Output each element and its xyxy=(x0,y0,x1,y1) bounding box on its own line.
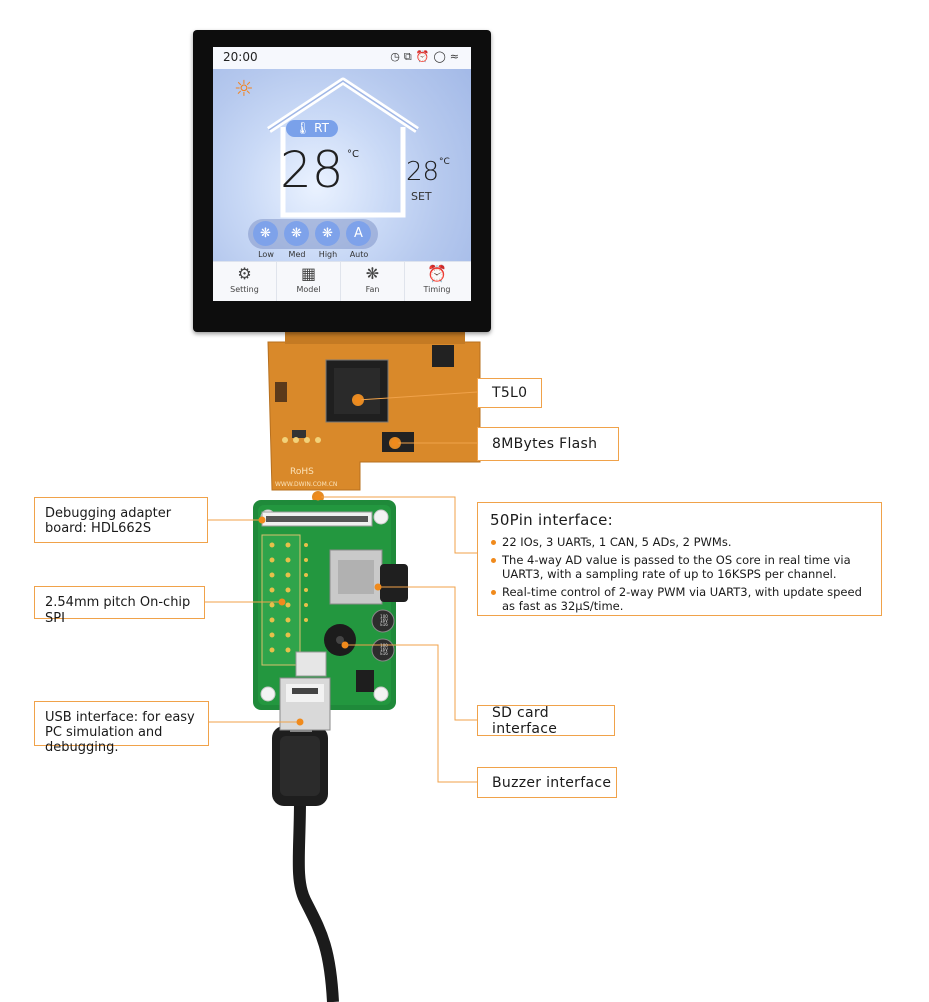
capacitor-1 xyxy=(371,609,395,633)
silk-rohs: RoHS xyxy=(290,467,314,477)
silk-url: WWW.DWIN.COM.CN xyxy=(275,481,337,488)
thermometer-icon: 🌡 xyxy=(295,121,311,135)
chat-icon: ◯ xyxy=(433,50,450,63)
clock-icon: ◷ xyxy=(390,50,404,63)
fan-icon: ❋ xyxy=(291,226,302,241)
set-temperature: 28 xyxy=(406,157,440,187)
room-temp-badge: 🌡 RT xyxy=(286,120,338,137)
alarm-icon: ⏰ xyxy=(427,264,447,283)
fan-auto-label: Auto xyxy=(349,250,369,259)
room-temp-unit: °C xyxy=(347,149,359,160)
copy-icon: ⧉ xyxy=(403,50,416,63)
bottom-nav: ⚙Setting ▦Model ❋Fan ⏰Timing xyxy=(213,261,471,301)
capacitor-2-label: 100 16V E16 xyxy=(380,643,388,656)
capacitor-1-label: 100 16V E16 xyxy=(380,614,388,627)
room-temperature: 28 xyxy=(280,141,344,199)
lcd-screen: 20:00 ◷⧉⏰◯≈ ☼ 🌡 RT 28 °C 28 °C SET ❋ ❋ ❋… xyxy=(213,47,471,301)
status-time: 20:00 xyxy=(223,50,258,64)
alarm-icon: ⏰ xyxy=(415,50,434,63)
interface-title: 50Pin interface: xyxy=(490,511,613,529)
set-label: SET xyxy=(411,190,432,203)
callout-usb: USB interface: for easy PC simulation an… xyxy=(34,701,209,755)
fan-low-button[interactable]: ❋ xyxy=(253,221,278,246)
house-outline-icon xyxy=(267,77,419,218)
leader-sd xyxy=(378,586,477,721)
sun-icon: ☼ xyxy=(234,77,254,102)
nav-fan[interactable]: ❋Fan xyxy=(341,262,405,301)
callout-debug-board: Debugging adapter board: HDL662S xyxy=(34,497,208,543)
callout-flash: 8MBytes Flash xyxy=(477,427,619,461)
interface-bullet: The 4-way AD value is passed to the OS c… xyxy=(491,553,869,581)
fan-icon: ❋ xyxy=(260,226,271,241)
auto-icon: A xyxy=(354,226,363,241)
fan-high-button[interactable]: ❋ xyxy=(315,221,340,246)
grid-icon: ▦ xyxy=(300,264,317,283)
interface-bullet-list: 22 IOs, 3 UARTs, 1 CAN, 5 ADs, 2 PWMs. T… xyxy=(490,535,869,613)
leader-buzzer xyxy=(345,644,477,783)
nav-setting[interactable]: ⚙Setting xyxy=(213,262,277,301)
nav-timing[interactable]: ⏰Timing xyxy=(405,262,469,301)
fan-low-label: Low xyxy=(258,250,274,259)
interface-bullet: Real-time control of 2-way PWM via UART3… xyxy=(491,585,869,613)
callout-buzzer: Buzzer interface xyxy=(477,767,617,798)
status-icons: ◷⧉⏰◯≈ xyxy=(390,50,463,64)
interface-bullet: 22 IOs, 3 UARTs, 1 CAN, 5 ADs, 2 PWMs. xyxy=(491,535,869,549)
usb-cable xyxy=(292,799,339,1002)
fan-med-label: Med xyxy=(288,250,306,259)
status-bar: 20:00 ◷⧉⏰◯≈ xyxy=(213,47,471,69)
leader-50pin xyxy=(318,496,477,554)
fan-auto-button[interactable]: A xyxy=(346,221,371,246)
fan-icon: ❋ xyxy=(365,264,380,283)
gear-icon: ⚙ xyxy=(237,264,252,283)
nav-model[interactable]: ▦Model xyxy=(277,262,341,301)
fan-icon: ❋ xyxy=(322,226,333,241)
fan-med-button[interactable]: ❋ xyxy=(284,221,309,246)
set-temp-unit: °C xyxy=(439,157,450,167)
callout-sd-card: SD card interface xyxy=(477,705,615,737)
wifi-icon: ≈ xyxy=(449,50,463,63)
fan-high-label: High xyxy=(318,250,338,259)
callout-spi: 2.54mm pitch On-chip SPI xyxy=(34,586,205,626)
callout-t5l0: T5L0 xyxy=(477,378,542,408)
leader-t5l0 xyxy=(357,391,478,401)
callout-50pin-interface: 50Pin interface: 22 IOs, 3 UARTs, 1 CAN,… xyxy=(477,502,882,616)
